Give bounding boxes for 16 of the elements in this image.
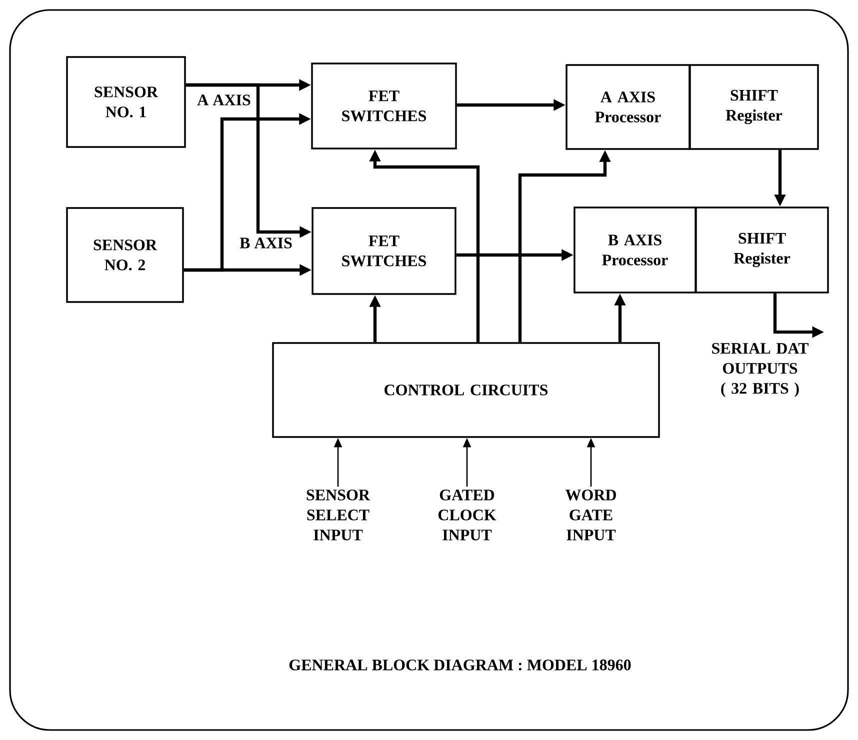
block-box: SENSOR NO. 2 bbox=[66, 207, 184, 303]
signal-label: WORD GATE INPUT bbox=[565, 490, 616, 540]
block-box: B AXIS Processor bbox=[574, 206, 696, 294]
block-box: SHIFT Register bbox=[689, 64, 819, 150]
caption: GENERAL BLOCK DIAGRAM : MODEL 18960 bbox=[289, 660, 631, 670]
axis-label: A AXIS bbox=[197, 94, 250, 106]
block-box: A AXIS Processor bbox=[566, 64, 690, 150]
block-box: SHIFT Register bbox=[695, 206, 829, 294]
block-box: FET SWITCHES bbox=[312, 207, 456, 295]
block-box: CONTROL CIRCUITS bbox=[272, 342, 660, 438]
block-box: SENSOR NO. 1 bbox=[66, 56, 186, 148]
block-box: FET SWITCHES bbox=[311, 62, 457, 150]
signal-label: SERIAL DAT OUTPUTS ( 32 BITS ) bbox=[712, 343, 808, 397]
axis-label: B AXIS bbox=[240, 238, 292, 248]
signal-label: GATED CLOCK INPUT bbox=[438, 490, 496, 540]
signal-label: SENSOR SELECT INPUT bbox=[306, 490, 370, 540]
